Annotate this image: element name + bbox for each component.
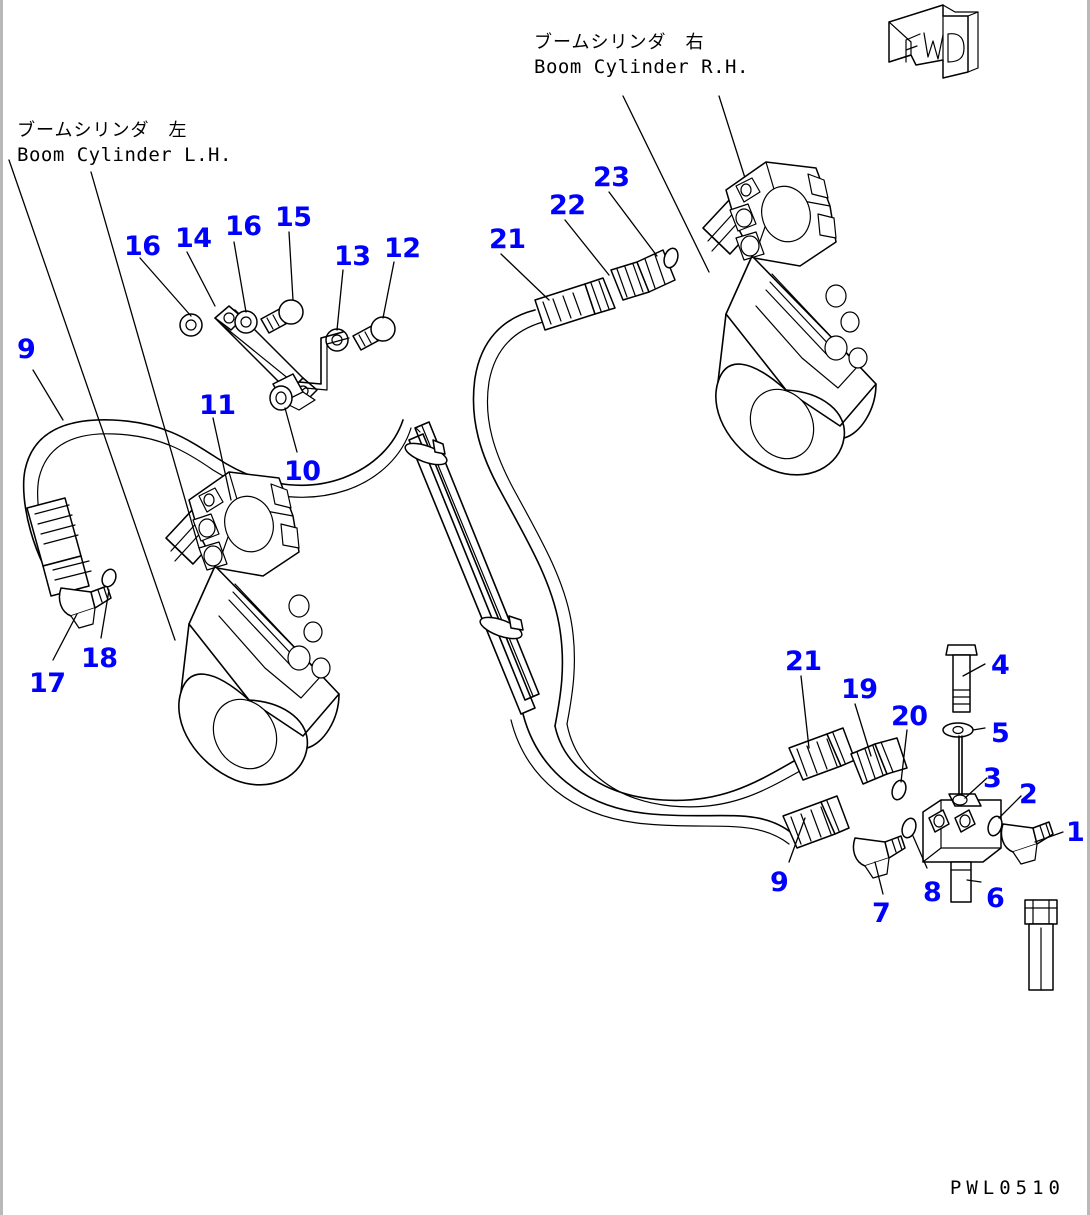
callout-number-8: 8 xyxy=(923,877,942,908)
washer-16b xyxy=(234,310,258,334)
callout-number-12: 12 xyxy=(384,233,421,264)
callout-number-11: 11 xyxy=(199,390,236,421)
callout-number-16: 16 xyxy=(124,231,161,262)
caption-rh-jp: ブームシリンダ 右 xyxy=(534,32,705,53)
bolt-12 xyxy=(352,316,396,351)
callout-number-3: 3 xyxy=(983,763,1002,794)
elbow-fitting-17 xyxy=(58,585,112,629)
caption-boom-cylinder-lh: ブームシリンダ 左 Boom Cylinder L.H. xyxy=(17,118,232,168)
hose-ferrule-left xyxy=(26,497,92,597)
callout-number-13: 13 xyxy=(334,241,371,272)
callout-number-5: 5 xyxy=(991,718,1010,749)
hose-assembly-left xyxy=(22,419,412,629)
hose-tail-bottom-right xyxy=(1024,899,1058,991)
callout-number-6: 6 xyxy=(986,883,1005,914)
hose-assembly-lower xyxy=(510,713,917,879)
caption-rh-en: Boom Cylinder R.H. xyxy=(534,56,749,78)
hose-assembly-upper-right xyxy=(472,247,679,727)
callout-number-7: 7 xyxy=(872,898,891,929)
hose-ferrule-21-lower xyxy=(788,727,856,781)
hose-ferrule-21-upper xyxy=(534,277,616,331)
washer-5 xyxy=(942,722,974,738)
callout-number-23: 23 xyxy=(593,162,630,193)
connector-19 xyxy=(850,737,908,785)
parts-diagram-artwork: .ln{fill:none;stroke:#000;stroke-width:1… xyxy=(8,4,1064,991)
callout-leader-lines xyxy=(32,191,1064,895)
caption-leader-lines xyxy=(8,95,746,641)
fwd-arrow-plate-icon xyxy=(888,4,979,79)
elbow-fitting-1 xyxy=(1000,821,1054,865)
caption-lh-en: Boom Cylinder L.H. xyxy=(17,144,232,166)
center-support-rod xyxy=(404,421,540,715)
drawing-part-code: PWL0510 xyxy=(949,1177,1065,1199)
spacer-6 xyxy=(950,861,972,903)
washer-16a xyxy=(179,313,203,337)
bolt-4 xyxy=(945,644,978,713)
callout-number-21: 21 xyxy=(489,224,526,255)
callout-number-21: 21 xyxy=(785,646,822,677)
fitting-10 xyxy=(269,373,316,411)
elbow-fitting-7 xyxy=(852,835,906,879)
callout-number-14: 14 xyxy=(175,223,212,254)
callout-number-9: 9 xyxy=(770,867,789,898)
block-3 xyxy=(922,793,1002,863)
washer-13 xyxy=(325,328,349,352)
callout-number-16: 16 xyxy=(225,211,262,242)
oring-18 xyxy=(101,568,117,588)
callout-number-2: 2 xyxy=(1019,779,1038,810)
bolt-15 xyxy=(260,299,304,334)
callout-number-20: 20 xyxy=(891,701,928,732)
hose-ferrule-9-lower xyxy=(782,795,850,849)
callout-number-10: 10 xyxy=(284,456,321,487)
manifold-block-assembly xyxy=(922,644,1058,991)
caption-boom-cylinder-rh: ブームシリンダ 右 Boom Cylinder R.H. xyxy=(534,30,749,80)
callout-number-9: 9 xyxy=(17,334,36,365)
callout-number-4: 4 xyxy=(991,650,1010,681)
boom-cylinder-left-body xyxy=(165,471,340,786)
callout-number-15: 15 xyxy=(275,202,312,233)
callout-number-1: 1 xyxy=(1066,817,1085,848)
callout-number-19: 19 xyxy=(841,674,878,705)
hardware-cluster-left xyxy=(179,299,396,411)
callout-number-18: 18 xyxy=(81,643,118,674)
boom-cylinder-right-body xyxy=(702,161,877,476)
caption-lh-jp: ブームシリンダ 左 xyxy=(17,120,188,141)
callout-number-17: 17 xyxy=(29,668,66,699)
callout-number-22: 22 xyxy=(549,190,586,221)
